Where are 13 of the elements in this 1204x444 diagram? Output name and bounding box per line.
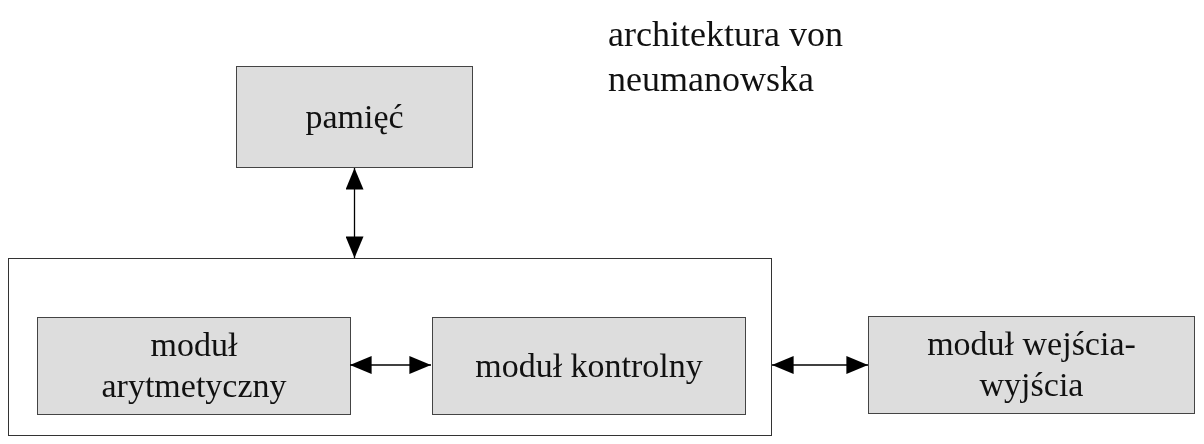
process-box <box>236 66 473 168</box>
box-label: moduł wejścia-wyjścia <box>926 324 1137 405</box>
process-box <box>37 317 351 415</box>
double-arrow <box>771 356 869 374</box>
double-arrow <box>349 356 432 374</box>
double-arrow <box>345 167 364 259</box>
diagram-title: architektura von neumanowska <box>608 13 844 101</box>
box-label: pamięć <box>305 96 404 137</box>
container-box <box>8 258 772 436</box>
process-box <box>868 316 1195 414</box>
process-box <box>432 317 746 415</box>
box-label: moduł arytmetyczny <box>100 325 288 406</box>
box-label: moduł kontrolny <box>475 345 703 386</box>
